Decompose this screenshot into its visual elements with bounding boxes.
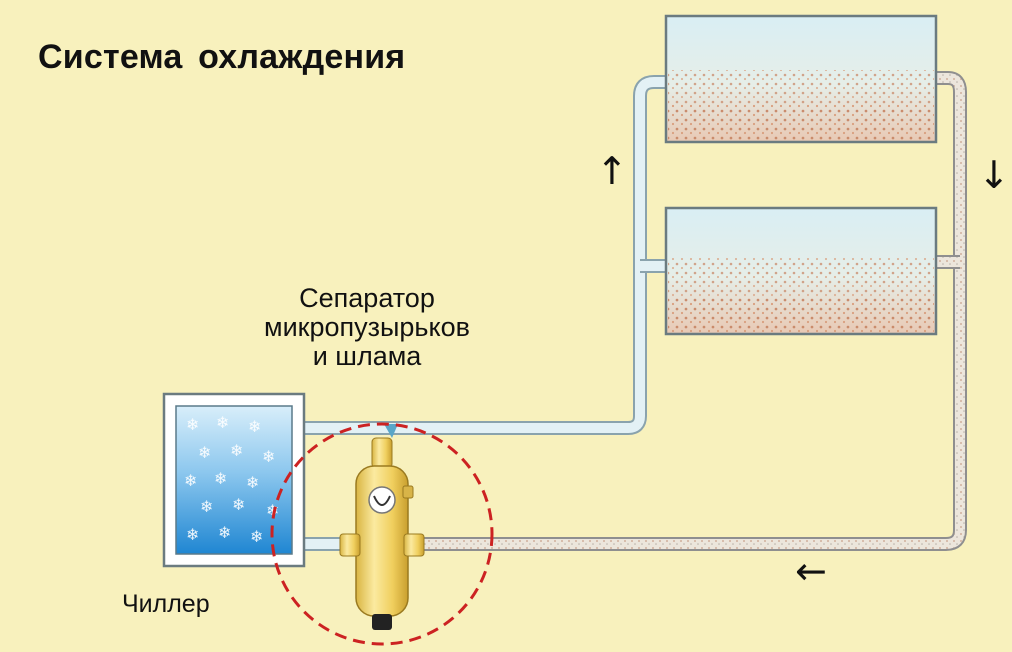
flow-up-arrow: ↑ xyxy=(596,149,628,193)
separator-label-line2: микропузырьков xyxy=(264,312,470,342)
svg-text:❄: ❄ xyxy=(198,443,211,462)
diagram-title: Система охлаждения xyxy=(38,38,406,76)
return-pipe xyxy=(412,71,967,551)
svg-text:❄: ❄ xyxy=(230,441,243,460)
supply-pipe xyxy=(300,75,668,435)
flow-left-arrow: ← xyxy=(795,549,827,593)
svg-text:❄: ❄ xyxy=(186,525,199,544)
svg-text:❄: ❄ xyxy=(248,417,261,436)
chiller: ❄❄❄ ❄❄❄ ❄❄❄ ❄❄❄ ❄❄❄ xyxy=(162,392,306,568)
svg-text:❄: ❄ xyxy=(184,471,197,490)
svg-text:❄: ❄ xyxy=(214,469,227,488)
svg-text:❄: ❄ xyxy=(232,495,245,514)
separator-label: Сепаратор микропузырьков и шлама xyxy=(232,284,502,371)
separator-label-line3: и шлама xyxy=(312,341,422,371)
flow-down-arrow: ↓ xyxy=(978,153,1010,197)
chiller-label: Чиллер xyxy=(122,590,210,618)
snowflake-icons: ❄❄❄ ❄❄❄ ❄❄❄ ❄❄❄ ❄❄❄ xyxy=(184,413,279,546)
svg-text:❄: ❄ xyxy=(262,447,275,466)
svg-text:❄: ❄ xyxy=(200,497,213,516)
separator-device xyxy=(339,424,425,630)
svg-text:❄: ❄ xyxy=(246,473,259,492)
svg-text:❄: ❄ xyxy=(266,501,279,520)
lower-tank xyxy=(664,206,938,336)
svg-text:❄: ❄ xyxy=(218,523,231,542)
upper-tank xyxy=(664,14,938,144)
svg-text:❄: ❄ xyxy=(250,527,263,546)
svg-text:❄: ❄ xyxy=(216,413,229,432)
separator-highlight-circle xyxy=(270,422,494,646)
svg-text:❄: ❄ xyxy=(186,415,199,434)
separator-label-line1: Сепаратор xyxy=(299,283,435,313)
